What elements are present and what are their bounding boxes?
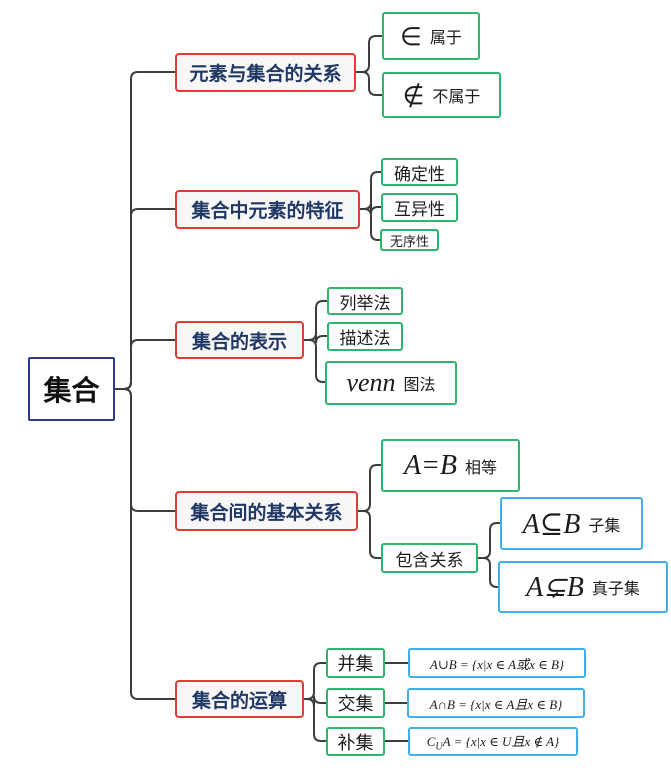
leaf-label: 属于 bbox=[429, 30, 462, 47]
not-element-of-icon: ∉ bbox=[402, 80, 425, 110]
element-of-icon: ∈ bbox=[400, 21, 422, 51]
leaf-label: 子集 bbox=[588, 517, 621, 535]
leaf-label: 不属于 bbox=[432, 89, 481, 106]
branch-label: 集合的表示 bbox=[191, 331, 287, 353]
leaf-label: 列举法 bbox=[339, 293, 391, 313]
leaf-label: 交集 bbox=[337, 694, 374, 714]
node-proper-subset: A⊊B 真子集 bbox=[498, 561, 668, 613]
node-intersection-formula: A∩B = {x|x ∈ A且x ∈ B} bbox=[407, 688, 585, 718]
node-set-operations: 集合的运算 bbox=[175, 680, 304, 718]
complement-formula-text: CUA = {x|x ∈ U且x ∉ A} bbox=[426, 733, 560, 753]
node-union-formula: A∪B = {x|x ∈ A或x ∈ B} bbox=[408, 648, 586, 678]
node-belongs: ∈ 属于 bbox=[382, 12, 480, 60]
node-inclusion-relation: 包含关系 bbox=[381, 543, 478, 573]
branch-label: 集合间的基本关系 bbox=[190, 502, 343, 524]
union-formula-text: A∪B = {x|x ∈ A或x ∈ B} bbox=[429, 656, 565, 672]
equal-sets-math: A=B bbox=[403, 449, 458, 481]
node-equal-sets: A=B 相等 bbox=[381, 439, 520, 492]
leaf-label: 确定性 bbox=[394, 164, 445, 184]
leaf-label: 图法 bbox=[403, 377, 436, 394]
leaf-label: 并集 bbox=[337, 654, 374, 674]
proper-subset-math: A⊊B bbox=[526, 572, 584, 603]
node-element-set-relation: 元素与集合的关系 bbox=[175, 53, 356, 92]
leaf-label: 互异性 bbox=[394, 200, 445, 219]
node-basic-relations: 集合间的基本关系 bbox=[175, 491, 358, 531]
node-subset: A⊆B 子集 bbox=[500, 497, 643, 550]
leaf-label: 包含关系 bbox=[395, 550, 464, 570]
subset-math: A⊆B bbox=[522, 508, 581, 540]
node-not-belongs: ∉ 不属于 bbox=[382, 72, 501, 118]
node-element-features: 集合中元素的特征 bbox=[175, 190, 360, 229]
node-set-representation: 集合的表示 bbox=[175, 321, 304, 359]
intersection-formula-text: A∩B = {x|x ∈ A且x ∈ B} bbox=[429, 696, 563, 712]
node-root-set: 集合 bbox=[28, 357, 115, 421]
node-union: 并集 bbox=[326, 648, 385, 678]
leaf-label: 真子集 bbox=[591, 581, 640, 598]
node-intersection: 交集 bbox=[326, 688, 385, 718]
node-description-method: 描述法 bbox=[327, 322, 403, 351]
venn-math-text: venn bbox=[346, 368, 396, 397]
node-distinctness: 互异性 bbox=[381, 193, 458, 222]
branch-label: 集合的运算 bbox=[191, 690, 287, 712]
node-complement: 补集 bbox=[326, 727, 385, 756]
node-roster-method: 列举法 bbox=[327, 287, 403, 315]
branch-label: 集合中元素的特征 bbox=[191, 201, 344, 222]
leaf-label: 补集 bbox=[337, 732, 374, 753]
node-determinacy: 确定性 bbox=[381, 158, 458, 186]
node-venn-diagram-method: venn 图法 bbox=[325, 361, 457, 405]
root-label: 集合 bbox=[43, 375, 100, 406]
leaf-label: 描述法 bbox=[339, 329, 391, 348]
leaf-label: 无序性 bbox=[389, 233, 429, 249]
node-unorderedness: 无序性 bbox=[380, 229, 439, 251]
branch-label: 元素与集合的关系 bbox=[189, 64, 342, 85]
node-complement-formula: CUA = {x|x ∈ U且x ∉ A} bbox=[408, 727, 578, 756]
leaf-label: 相等 bbox=[465, 459, 498, 477]
